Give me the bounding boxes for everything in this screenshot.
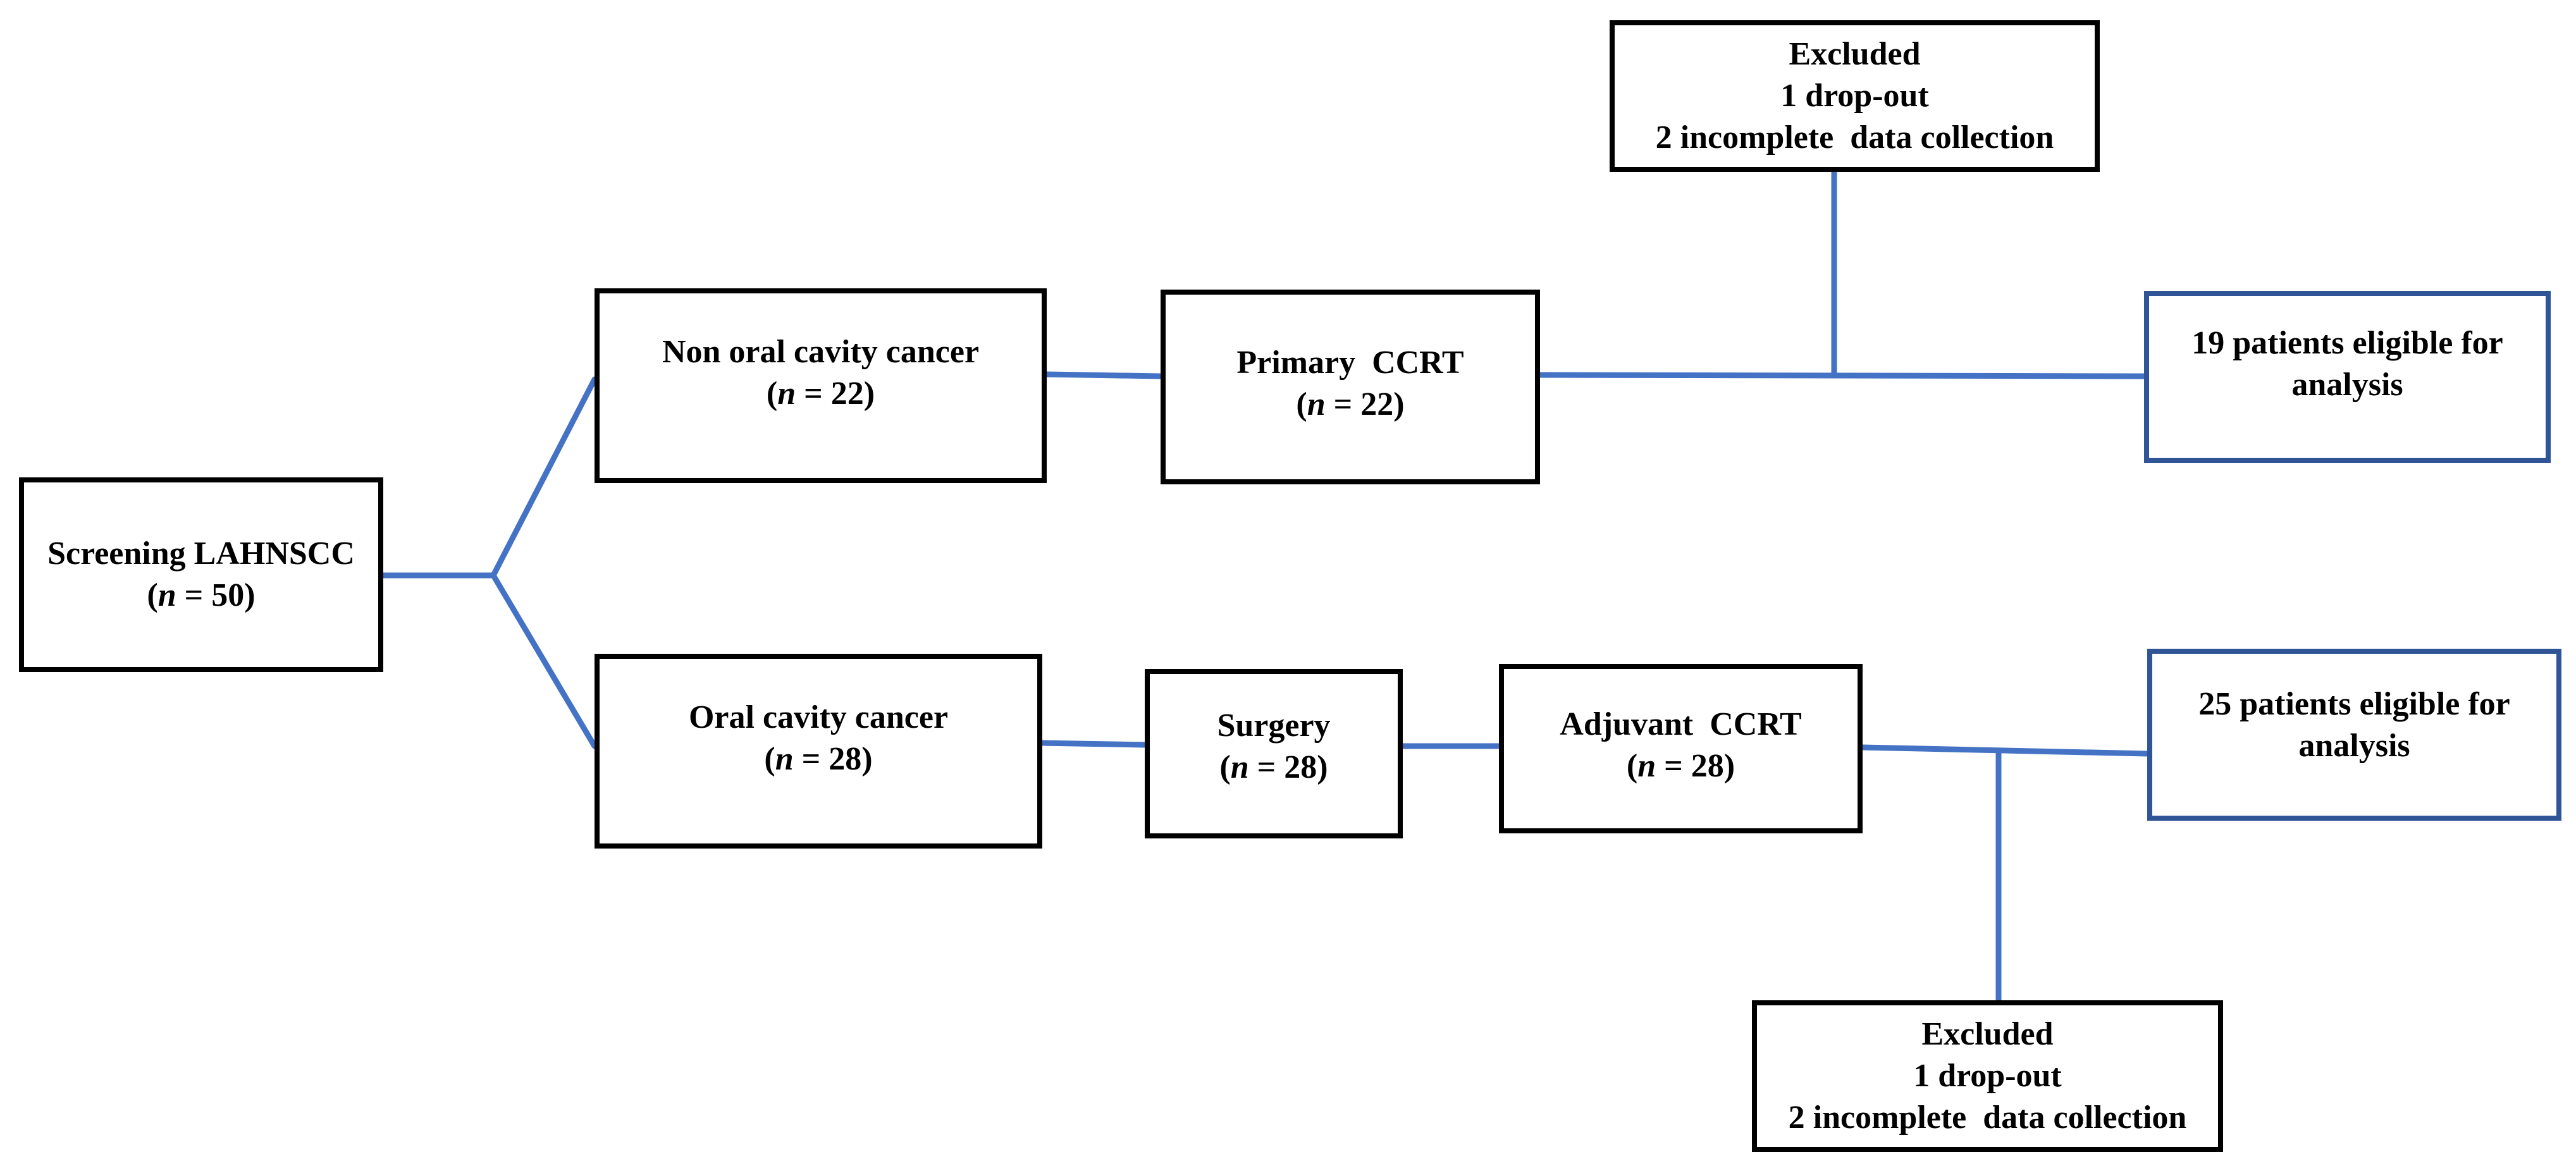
paren-open: ( <box>147 577 158 613</box>
count-value: = 28) <box>1248 749 1328 785</box>
excluded-bottom-title: Excluded <box>1921 1016 2054 1052</box>
excluded-top-title: Excluded <box>1789 36 1921 72</box>
primary-ccrt-count: (n = 22) <box>1296 384 1404 426</box>
excluded-top-incomplete: 2 incomplete data collection <box>1655 120 2054 156</box>
adjuvant-ccrt-box: Adjuvant CCRT (n = 28) <box>1499 664 1863 833</box>
oral-cavity-box: Oral cavity cancer (n = 28) <box>595 654 1042 849</box>
n-variable: n <box>1307 386 1326 422</box>
surgery-count: (n = 28) <box>1219 747 1328 788</box>
adjuvant-ccrt-title: Adjuvant CCRT <box>1560 706 1802 742</box>
paren-open: ( <box>1219 749 1231 785</box>
eligible-bottom-line2: analysis <box>2298 728 2410 764</box>
connector-non-oral-primary <box>1044 371 1164 379</box>
n-variable: n <box>777 376 796 412</box>
surgery-title: Surgery <box>1217 708 1331 744</box>
n-variable: n <box>775 741 794 777</box>
screening-count: (n = 50) <box>147 575 255 616</box>
surgery-box: Surgery (n = 28) <box>1145 669 1403 838</box>
paren-open: ( <box>1296 386 1307 422</box>
connector-primary-eligible <box>1537 372 2147 379</box>
excluded-bottom-incomplete: 2 incomplete data collection <box>1788 1100 2187 1136</box>
connector-fork-non-oral <box>490 376 598 579</box>
paren-open: ( <box>1626 748 1638 784</box>
screening-box: Screening LAHNSCC (n = 50) <box>19 477 383 672</box>
n-variable: n <box>1230 749 1249 785</box>
paren-open: ( <box>764 741 775 777</box>
n-variable: n <box>1637 748 1656 784</box>
connector-oral-surgery <box>1037 740 1148 748</box>
count-value: = 50) <box>176 577 256 613</box>
excluded-top-box: Excluded 1 drop-out 2 incomplete data co… <box>1610 20 2100 172</box>
excluded-top-dropout: 1 drop-out <box>1780 78 1929 114</box>
count-value: = 28) <box>1656 748 1735 784</box>
excluded-bottom-box: Excluded 1 drop-out 2 incomplete data co… <box>1752 1000 2223 1152</box>
non-oral-cavity-box: Non oral cavity cancer (n = 22) <box>595 288 1047 483</box>
count-value: = 22) <box>796 376 875 412</box>
count-value: = 22) <box>1325 386 1405 422</box>
primary-ccrt-box: Primary CCRT (n = 22) <box>1161 290 1540 484</box>
oral-title: Oral cavity cancer <box>688 699 949 735</box>
screening-title: Screening LAHNSCC <box>47 536 355 572</box>
non-oral-count: (n = 22) <box>767 373 875 415</box>
adjuvant-ccrt-count: (n = 28) <box>1627 745 1735 787</box>
oral-count: (n = 28) <box>764 739 872 780</box>
excluded-bottom-dropout: 1 drop-out <box>1913 1058 2062 1094</box>
primary-ccrt-title: Primary CCRT <box>1236 345 1464 381</box>
eligible-top-box: 19 patients eligible for analysis <box>2144 291 2551 463</box>
connector-adjuvant-eligible <box>1859 744 2150 757</box>
n-variable: n <box>157 577 176 613</box>
eligible-top-line2: analysis <box>2291 367 2403 403</box>
paren-open: ( <box>766 376 778 412</box>
eligible-bottom-box: 25 patients eligible for analysis <box>2147 649 2561 821</box>
non-oral-title: Non oral cavity cancer <box>662 334 980 370</box>
eligible-top-line1: 19 patients eligible for <box>2191 325 2503 361</box>
connector-fork-oral <box>490 572 598 749</box>
count-value: = 28) <box>793 741 873 777</box>
eligible-bottom-line1: 25 patients eligible for <box>2198 686 2510 722</box>
